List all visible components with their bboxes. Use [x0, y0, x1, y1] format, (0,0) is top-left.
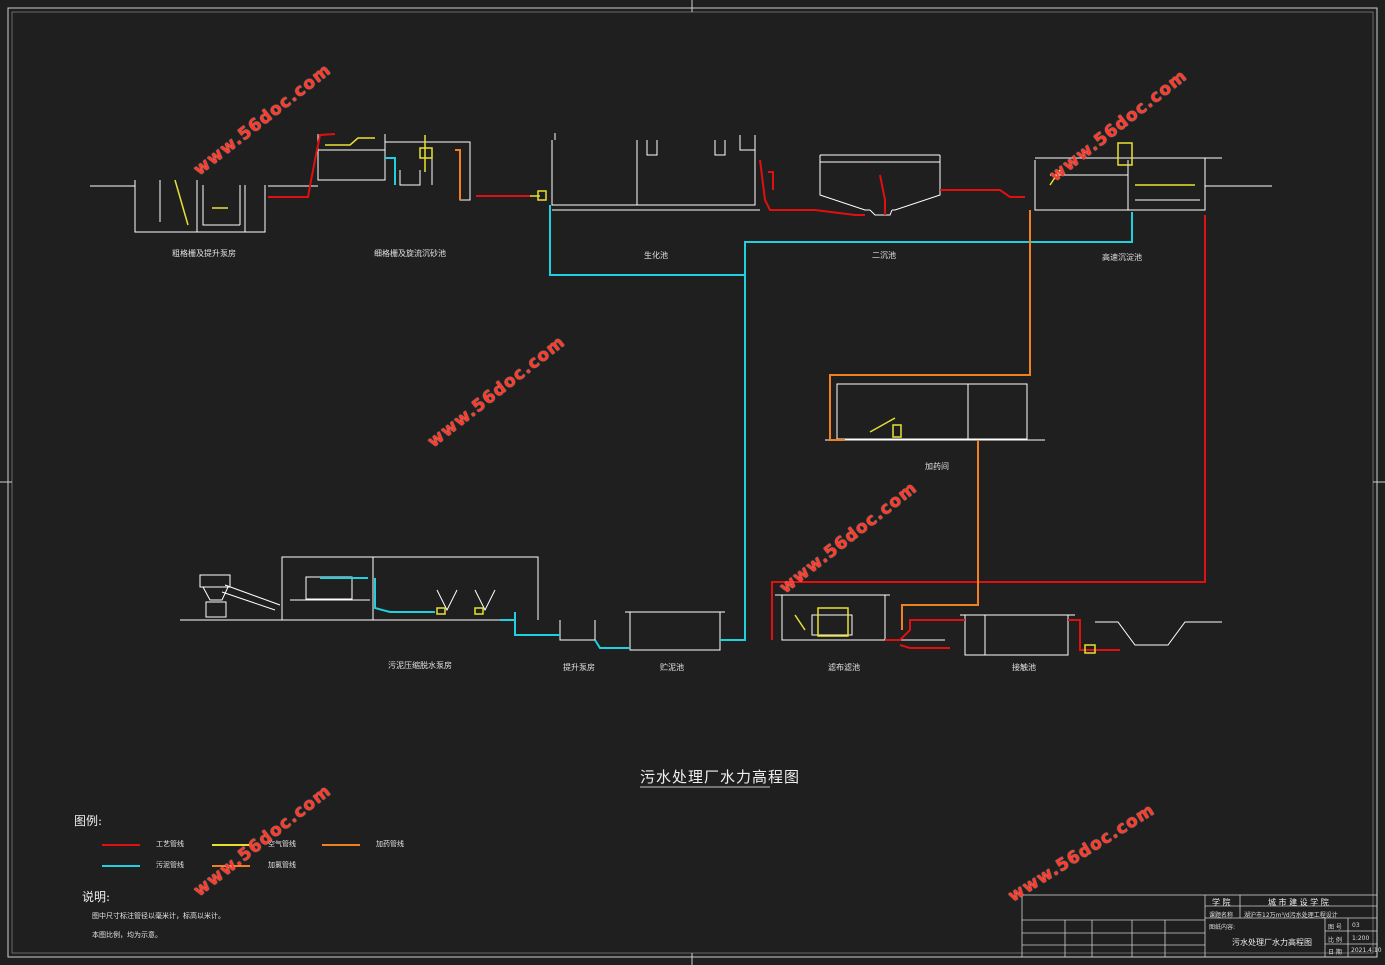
tb-scale: 1:200	[1352, 935, 1370, 942]
legend-label-sludge: 污泥管线	[156, 861, 184, 869]
label-cloth-filter: 滤布滤池	[828, 663, 860, 672]
label-sludge-dewatering: 污泥压缩脱水泵房	[388, 661, 452, 670]
tb-sheet-no-label: 图 号	[1328, 924, 1342, 931]
drawing-title: 污水处理厂水力高程图	[640, 768, 801, 786]
legend-label-dosing: 加药管线	[376, 840, 404, 848]
notes-line-1: 图中尺寸标注管径以毫米计，标高以米计。	[92, 912, 225, 920]
sludge-pipelines	[320, 157, 1133, 649]
tb-date-label: 日 期	[1328, 949, 1342, 956]
legend-swatches	[102, 844, 360, 867]
top-row-structures	[90, 133, 1272, 233]
label-sludge-storage: 贮泥池	[660, 663, 684, 672]
notes-line-2: 本图比例，均为示意。	[92, 931, 162, 939]
dosing-house	[825, 383, 1045, 441]
dosing-pipelines	[455, 149, 1031, 630]
label-fine-screen-grit: 细格栅及旋流沉砂池	[374, 249, 446, 258]
notes-title: 说明:	[82, 890, 111, 904]
tb-date: 2021.4.10	[1351, 947, 1382, 954]
bottom-row-structures	[180, 556, 1222, 656]
air-pipelines	[174, 135, 1195, 654]
tb-school-label: 学 院	[1212, 898, 1231, 907]
title-block-grid	[1021, 894, 1378, 958]
label-coarse-screen-pump: 粗格栅及提升泵房	[172, 249, 236, 258]
legend-label-chlorine: 加氯管线	[268, 861, 296, 869]
tb-content-label: 图纸内容:	[1209, 924, 1236, 931]
label-contact-tank: 接触池	[1012, 663, 1036, 672]
tb-scale-label: 比 例	[1328, 937, 1342, 944]
tb-content: 污水处理厂水力高程图	[1232, 938, 1312, 947]
legend-label-air: 空气管线	[268, 840, 296, 848]
label-lift-pump-room: 提升泵房	[563, 663, 595, 672]
label-bio-tank: 生化池	[644, 251, 668, 260]
tb-topic: 湖沪市12万m³/d污水处理工程设计	[1244, 912, 1338, 919]
label-secondary-clarifier: 二沉池	[872, 251, 896, 260]
legend-title: 图例:	[74, 814, 103, 828]
tb-sheet-no: 03	[1352, 922, 1360, 929]
label-high-speed-sedimentation: 高速沉淀池	[1102, 253, 1142, 262]
label-dosing-house: 加药间	[925, 462, 949, 471]
legend-label-process: 工艺管线	[156, 840, 184, 848]
tb-school: 城 市 建 设 学 院	[1268, 898, 1329, 907]
tb-topic-label: 课题名称	[1209, 912, 1234, 919]
process-pipelines	[268, 133, 1206, 651]
